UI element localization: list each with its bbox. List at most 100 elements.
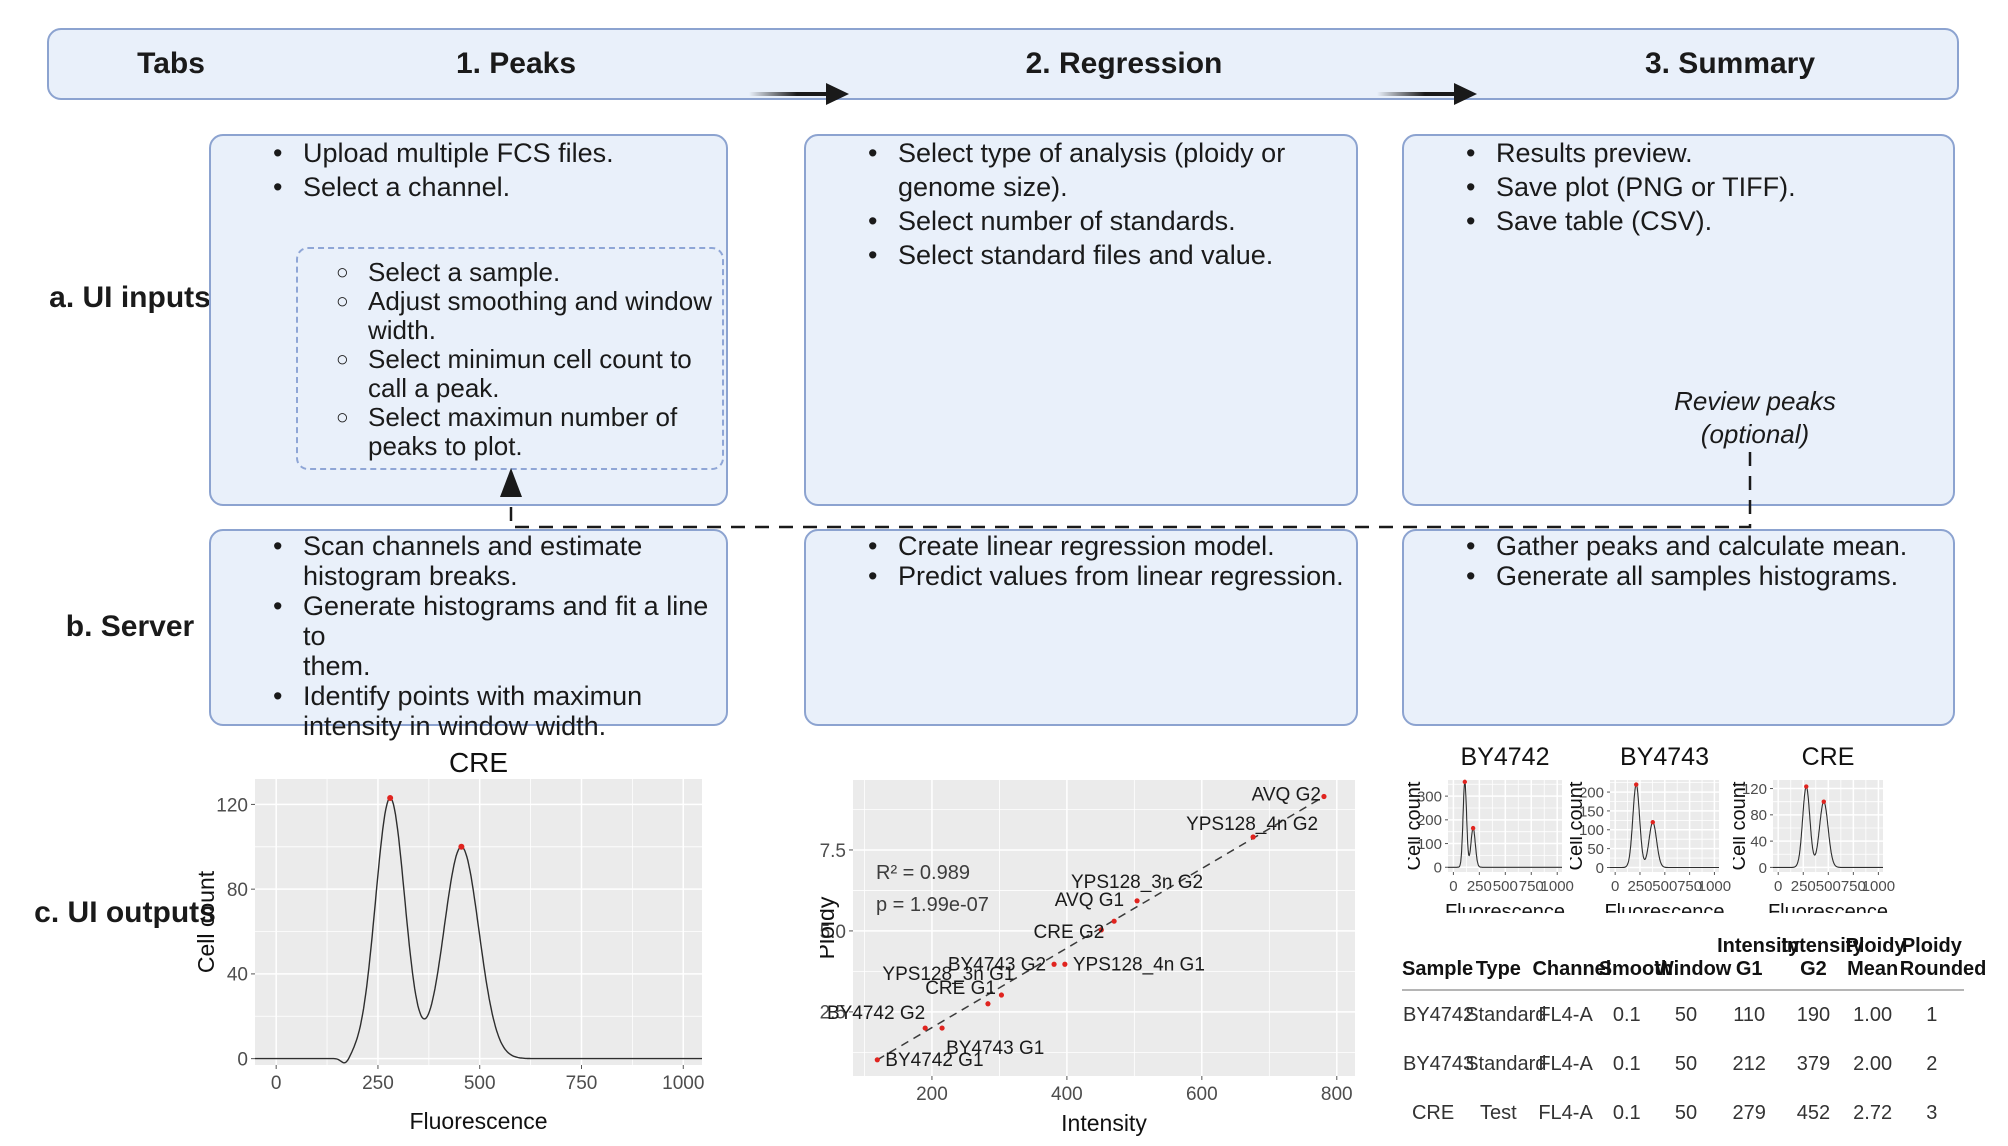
svg-text:250: 250 (362, 1073, 394, 1094)
server-peaks-list: Scan channels and estimate histogram bre… (211, 531, 726, 741)
cell: 2.72 (1853, 1102, 1893, 1124)
cell: 50 (1674, 1053, 1698, 1075)
arrow-right-icon (749, 83, 849, 105)
table-row: CRE Test FL4-A 0.1 50 279 452 2.72 3 (1402, 1089, 1964, 1138)
tab-peaks: 1. Peaks (455, 47, 577, 80)
svg-text:150: 150 (1579, 803, 1604, 820)
bullet-item: Generate histograms and fit a line to th… (273, 591, 716, 681)
ui-inputs-peaks-box: Upload multiple FCS files. Select a chan… (209, 134, 728, 506)
svg-text:CRE G2: CRE G2 (1034, 922, 1105, 943)
server-summary-box: Gather peaks and calculate mean. Generat… (1402, 529, 1955, 726)
ui-inputs-summary-box: Results preview. Save plot (PNG or TIFF)… (1402, 134, 1955, 506)
svg-text:0: 0 (1434, 860, 1442, 877)
column-header: Sample (1402, 935, 1473, 991)
column-header: Intensity G2 (1781, 935, 1864, 991)
bullet-item: Identify points with maximun intensity i… (273, 681, 716, 741)
bullet-item: Select type of analysis (ploidy or genom… (868, 136, 1346, 204)
review-peaks-note-line2: (optional) (1700, 419, 1810, 449)
row-label-server: b. Server (65, 610, 195, 643)
svg-text:Intensity: Intensity (1061, 1110, 1147, 1136)
svg-text:1000: 1000 (1698, 878, 1731, 895)
svg-text:CRE: CRE (1802, 745, 1855, 771)
svg-text:40: 40 (227, 965, 248, 986)
ui-inputs-summary-list: Results preview. Save plot (PNG or TIFF)… (1404, 136, 1953, 238)
cell: CRE (1411, 1102, 1455, 1124)
cell: BY4742 (1403, 1004, 1475, 1026)
cell: BY4743 (1403, 1053, 1475, 1075)
cell: 212 (1732, 1053, 1766, 1075)
svg-text:0: 0 (237, 1049, 248, 1070)
svg-text:750: 750 (1841, 878, 1866, 895)
bullet-item: Create linear regression model. (868, 531, 1346, 561)
svg-text:YPS128_3n G1: YPS128_3n G1 (882, 964, 1014, 985)
svg-text:80: 80 (1750, 807, 1767, 824)
cell: 0.1 (1612, 1102, 1641, 1124)
svg-text:0: 0 (1449, 878, 1457, 895)
cell: 2.00 (1853, 1053, 1893, 1075)
bullet-item: Select standard files and value. (868, 238, 1346, 272)
svg-text:1000: 1000 (662, 1073, 704, 1094)
cell: 1.00 (1853, 1004, 1893, 1026)
cell: Standard (1465, 1004, 1547, 1026)
column-header: Type (1464, 935, 1533, 991)
svg-text:R² = 0.989: R² = 0.989 (876, 862, 970, 884)
table-row: BY4743 Standard FL4-A 0.1 50 212 379 2.0… (1402, 1040, 1964, 1089)
cell: 2 (1926, 1053, 1938, 1075)
svg-text:500: 500 (1493, 878, 1518, 895)
svg-text:400: 400 (1051, 1084, 1083, 1105)
cell: Test (1479, 1102, 1517, 1124)
svg-text:Cell count: Cell count (1733, 781, 1750, 870)
arrow-right-icon (1377, 83, 1477, 105)
cell: 50 (1674, 1102, 1698, 1124)
bullet-item: Upload multiple FCS files. (273, 136, 716, 170)
svg-text:500: 500 (464, 1073, 496, 1094)
row-label-ui-inputs: a. UI inputs (49, 281, 211, 314)
svg-text:200: 200 (1417, 812, 1442, 829)
server-regression-box: Create linear regression model. Predict … (804, 529, 1358, 726)
svg-text:BY4742: BY4742 (1461, 745, 1550, 771)
svg-text:100: 100 (1579, 822, 1604, 839)
review-peaks-note: Review peaks (optional) (1630, 385, 1880, 451)
bullet-item: Adjust smoothing and window width. (336, 287, 712, 345)
svg-text:YPS128_4n G2: YPS128_4n G2 (1186, 814, 1318, 835)
svg-text:YPS128_3n G2: YPS128_3n G2 (1071, 872, 1203, 893)
svg-text:500: 500 (1652, 878, 1677, 895)
svg-text:250: 250 (1791, 878, 1816, 895)
bullet-item: Scan channels and estimate histogram bre… (273, 531, 716, 591)
svg-text:AVQ G2: AVQ G2 (1252, 785, 1321, 806)
bullet-item: Select minimun cell count to call a peak… (336, 345, 712, 403)
ui-inputs-peaks-list: Upload multiple FCS files. Select a chan… (211, 136, 726, 204)
svg-text:BY4743 G1: BY4743 G1 (946, 1038, 1044, 1059)
bullet-item: Select a sample. (336, 258, 712, 287)
results-table: Sample Type Channel Smooth Window Intens… (1402, 935, 1986, 1138)
table-row: BY4742 Standard FL4-A 0.1 50 110 190 1.0… (1402, 990, 1964, 1040)
svg-text:200: 200 (916, 1084, 948, 1105)
svg-text:750: 750 (566, 1073, 598, 1094)
peak-options-dashed-box: Select a sample. Adjust smoothing and wi… (296, 247, 724, 470)
column-header: Ploidy Mean (1845, 935, 1906, 991)
svg-text:BY4743: BY4743 (1620, 745, 1709, 771)
svg-text:750: 750 (1677, 878, 1702, 895)
svg-text:0: 0 (271, 1073, 282, 1094)
svg-text:AVQ G1: AVQ G1 (1055, 890, 1124, 911)
server-peaks-box: Scan channels and estimate histogram bre… (209, 529, 728, 741)
tab-summary: 3. Summary (1644, 47, 1816, 80)
cell: FL4-A (1538, 1004, 1593, 1026)
cell: FL4-A (1538, 1102, 1593, 1124)
svg-text:YPS128_4n G1: YPS128_4n G1 (1073, 954, 1205, 975)
review-peaks-note-line1: Review peaks (1674, 386, 1836, 416)
cell: 0.1 (1612, 1053, 1641, 1075)
cell: 452 (1796, 1102, 1831, 1124)
cell: 279 (1732, 1102, 1766, 1124)
ui-inputs-regression-box: Select type of analysis (ploidy or genom… (804, 134, 1358, 506)
ui-inputs-regression-list: Select type of analysis (ploidy or genom… (806, 136, 1356, 272)
column-header: Intensity G1 (1717, 935, 1799, 991)
svg-text:250: 250 (1627, 878, 1652, 895)
cell: 190 (1796, 1004, 1831, 1026)
svg-text:200: 200 (1579, 784, 1604, 801)
svg-text:Fluorescence: Fluorescence (1604, 901, 1724, 913)
column-header: Ploidy Rounded (1899, 935, 1986, 991)
